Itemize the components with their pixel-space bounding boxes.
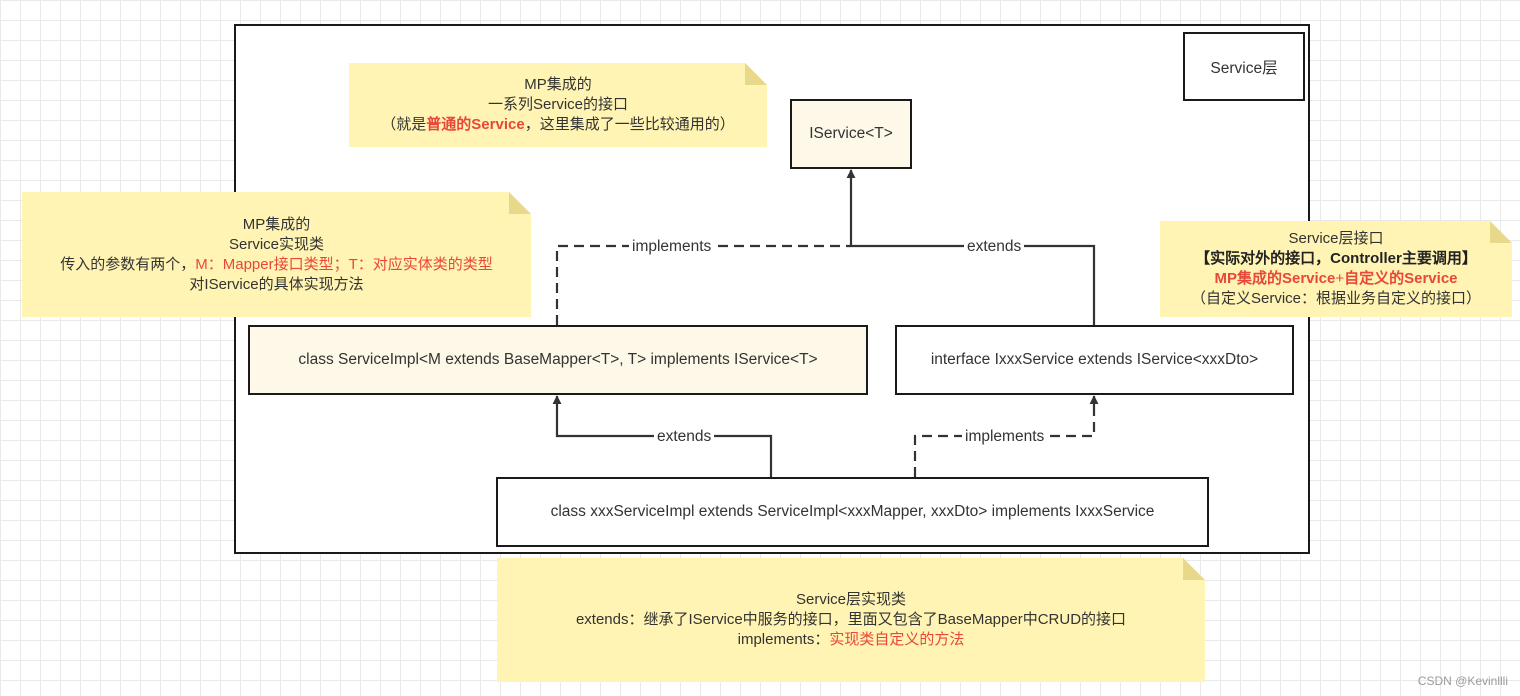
service-impl-note-line3: 传入的参数有两个，M：Mapper接口类型；T：对应实体类的类型 xyxy=(60,255,493,273)
bottom-note-line2: extends：继承了IService中服务的接口，里面又包含了BaseMapp… xyxy=(575,611,1127,628)
ixxx-service-node: interface IxxxService extends IService<x… xyxy=(895,325,1294,395)
bottom-note-highlight: 实现类自定义的方法 xyxy=(829,631,965,648)
iservice-node-text: IService<T> xyxy=(809,125,893,142)
bottom-note-line1: Service层实现类 xyxy=(795,591,907,608)
iservice-note: MP集成的 一系列Service的接口 （就是普通的Service，这里集成了一… xyxy=(349,63,767,147)
interface-note-line1: Service层接口 xyxy=(1288,230,1384,247)
service-impl-note-line4: 对IService的具体实现方法 xyxy=(189,275,364,293)
ixxx-service-node-text: interface IxxxService extends IService<x… xyxy=(930,351,1259,368)
service-impl-note-highlight: M：Mapper接口类型；T：对应实体类的类型 xyxy=(195,255,493,273)
service-impl-note: MP集成的 Service实现类 传入的参数有两个，M：Mapper接口类型；T… xyxy=(22,192,531,317)
service-impl-note-line2: Service实现类 xyxy=(228,235,325,253)
iservice-note-line1: MP集成的 xyxy=(524,76,592,93)
iservice-note-line2: 一系列Service的接口 xyxy=(487,96,629,113)
service-layer-label-text: Service层 xyxy=(1210,59,1278,77)
iservice-note-highlight: 普通的Service xyxy=(426,116,525,133)
edge-label-extends-bottom: extends xyxy=(654,428,715,446)
csdn-watermark: CSDN @Kevinllli xyxy=(1417,674,1508,688)
interface-note: Service层接口 【实际对外的接口，Controller主要调用】 MP集成… xyxy=(1160,221,1512,317)
interface-note-line4: （自定义Service：根据业务自定义的接口） xyxy=(1190,290,1482,307)
xxx-service-impl-node-text: class xxxServiceImpl extends ServiceImpl… xyxy=(550,503,1155,520)
interface-note-line3: MP集成的Service+自定义的Service xyxy=(1214,270,1458,287)
edge-impl-implements-iservice xyxy=(555,244,851,325)
edge-label-implements-bottom: implements xyxy=(962,428,1048,446)
service-impl-note-line1: MP集成的 xyxy=(242,215,311,233)
service-impl-node: class ServiceImpl<M extends BaseMapper<T… xyxy=(248,325,868,395)
bottom-note: Service层实现类 extends：继承了IService中服务的接口，里面… xyxy=(497,558,1205,682)
iservice-note-line3: （就是普通的Service，这里集成了一些比较通用的） xyxy=(381,116,735,133)
xxx-service-impl-node: class xxxServiceImpl extends ServiceImpl… xyxy=(496,477,1209,547)
iservice-node: IService<T> xyxy=(790,99,912,169)
service-impl-node-text: class ServiceImpl<M extends BaseMapper<T… xyxy=(298,351,818,368)
service-layer-label: Service层 xyxy=(1183,32,1305,101)
bottom-note-line3: implements：实现类自定义的方法 xyxy=(737,631,965,648)
interface-note-line2: 【实际对外的接口，Controller主要调用】 xyxy=(1195,250,1477,267)
edge-label-extends-top: extends xyxy=(964,238,1025,256)
edge-label-implements-top: implements xyxy=(629,238,715,256)
